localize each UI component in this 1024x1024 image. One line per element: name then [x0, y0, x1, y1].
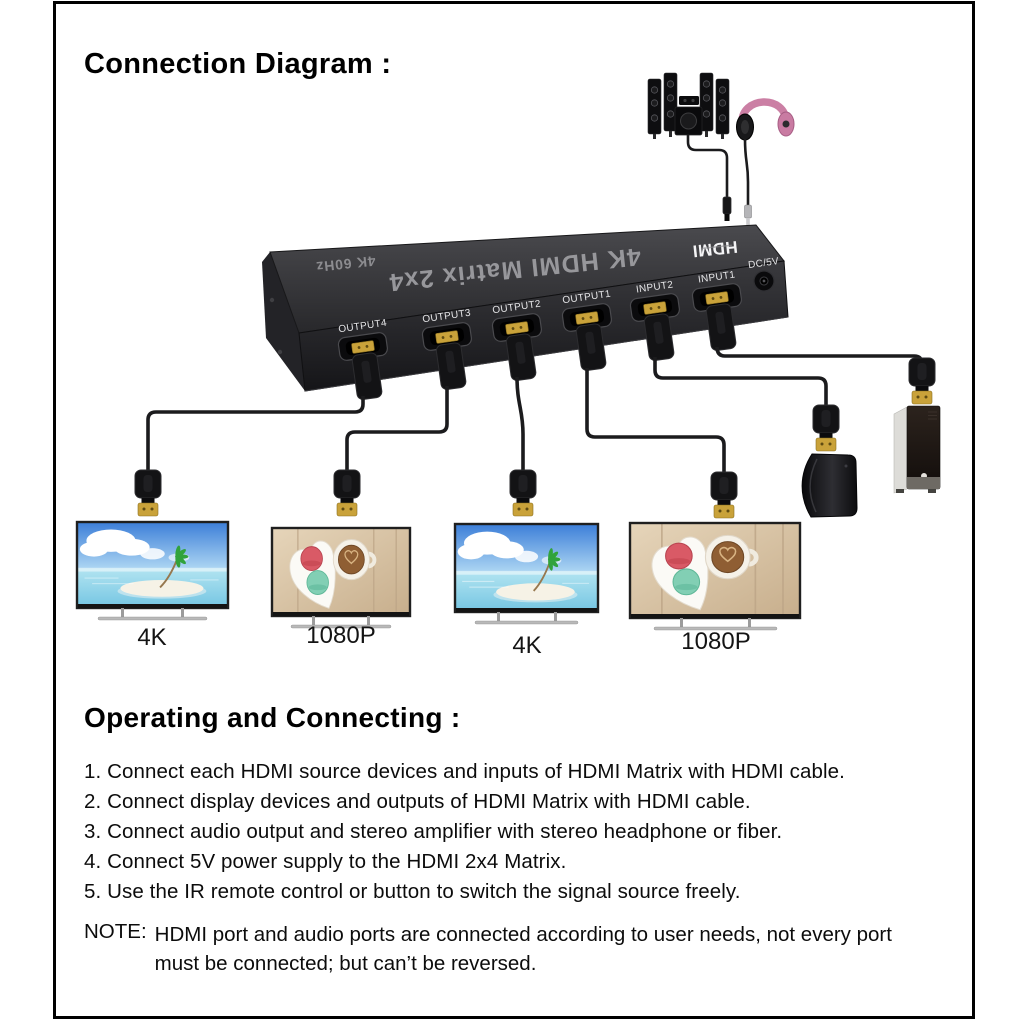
hdmi-matrix-device: 4K HDMI Matrix 2x4 4K 60Hz HDMI OUTPUT4 …: [262, 224, 789, 403]
tv1-resolution-label: 4K: [137, 624, 167, 651]
instruction-step-3: 3. Connect audio output and stereo ampli…: [84, 820, 783, 843]
note-block: NOTE: HDMI port and audio ports are conn…: [84, 920, 892, 978]
page-title: Connection Diagram :: [84, 48, 392, 80]
speaker-system-icon: [647, 72, 730, 139]
hdmi-plug-icon: [908, 357, 936, 405]
cable-input1-to-pc: [715, 346, 924, 366]
beach-screen-image: [77, 522, 228, 608]
coffee-screen-image: [630, 523, 800, 618]
game-console-icon: [801, 453, 858, 518]
instruction-step-5: 5. Use the IR remote control or button t…: [84, 880, 741, 903]
page-border: [53, 1, 975, 1019]
tv3-resolution-label: 4K: [512, 632, 542, 659]
hdmi-plug-icon: [710, 471, 738, 519]
cable-output4-to-tv1: [146, 396, 365, 472]
hdmi-plug-icon: [509, 469, 537, 517]
coffee-screen-image: [272, 528, 410, 616]
device-bottom-edge: [304, 316, 789, 392]
cable-output2-to-tv3: [515, 376, 525, 472]
power-label: DC/5V: [748, 256, 780, 271]
hdmi-plug-icon: [333, 469, 361, 517]
note-line-2: must be connected; but can’t be reversed…: [154, 952, 537, 975]
note-prefix: NOTE:: [84, 920, 147, 943]
instruction-step-1: 1. Connect each HDMI source devices and …: [84, 760, 845, 783]
pc-tower-icon: [893, 405, 941, 494]
optical-audio-plug-icon: [722, 196, 732, 221]
cable-output1-to-tv4: [585, 368, 726, 474]
tv-display-3: [453, 522, 600, 625]
headphones-icon: [736, 98, 795, 141]
device-side-face: [262, 252, 305, 391]
beach-screen-image: [455, 524, 598, 612]
cable-input2-to-console: [653, 357, 828, 407]
instruction-step-2: 2. Connect display devices and outputs o…: [84, 790, 751, 813]
speaker-audio-cable: [686, 135, 729, 197]
hdmi-plug-icon: [134, 469, 162, 517]
instruction-step-4: 4. Connect 5V power supply to the HDMI 2…: [84, 850, 567, 873]
tv2-resolution-label: 1080P: [306, 622, 376, 649]
hdmi-plug-icon: [812, 404, 840, 452]
port-label-input1: INPUT1: [697, 269, 736, 285]
headphone-audio-cable: [743, 138, 750, 205]
device-top-subtext: 4K 60Hz: [315, 253, 376, 275]
tv4-resolution-label: 1080P: [681, 628, 751, 655]
dc-power-jack-icon: [753, 270, 775, 292]
tv-display-1: [75, 520, 230, 621]
hdmi-logo: HDMI: [691, 237, 738, 261]
port-label-input2: INPUT2: [635, 279, 674, 295]
section-title: Operating and Connecting :: [84, 702, 461, 733]
audio-jack-plug-icon: [744, 204, 752, 227]
tv-display-4: [628, 521, 802, 631]
tv-display-2: [270, 526, 412, 629]
cable-output3-to-tv2: [345, 386, 449, 472]
note-line-1: HDMI port and audio ports are connected …: [154, 923, 892, 946]
